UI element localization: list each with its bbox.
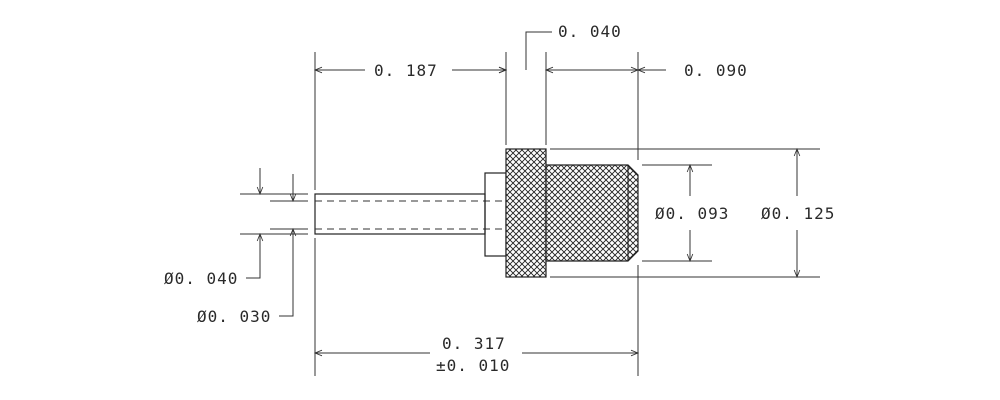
body-diameter-label: Ø0. 093 xyxy=(655,204,729,223)
pin-id-leader xyxy=(279,229,294,317)
left-dimensions: Ø0. 040 Ø0. 030 xyxy=(164,168,308,326)
pin-body xyxy=(314,193,486,235)
knurled-head xyxy=(505,148,547,278)
head-diameter-label: Ø0. 125 xyxy=(761,204,835,223)
pin-outer-diameter-label: Ø0. 040 xyxy=(164,269,238,288)
pin-length-label: 0. 187 xyxy=(374,61,438,80)
knurled-body xyxy=(545,164,639,262)
collar-width-label: 0. 040 xyxy=(558,22,622,41)
overall-tolerance-label: ±0. 010 xyxy=(436,356,510,375)
body-length-label: 0. 090 xyxy=(684,61,748,80)
collar-step xyxy=(484,172,507,257)
top-dimensions: 0. 187 0. 040 0. 090 xyxy=(313,22,748,190)
collar-leader xyxy=(525,31,552,70)
pin-inner-diameter-label: Ø0. 030 xyxy=(197,307,271,326)
pin-od-leader xyxy=(246,234,261,279)
overall-length-label: 0. 317 xyxy=(442,334,506,353)
bottom-dimensions: 0. 317 ±0. 010 xyxy=(313,238,640,376)
right-dimensions: Ø0. 093 Ø0. 125 xyxy=(550,147,835,279)
part-outline xyxy=(314,148,639,278)
